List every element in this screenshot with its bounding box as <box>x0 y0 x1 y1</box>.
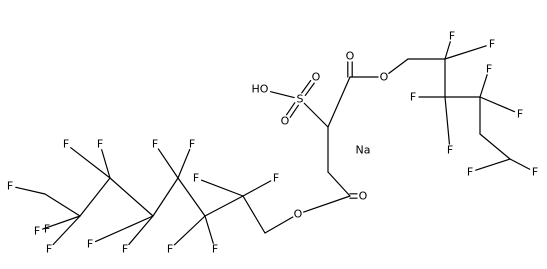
oxygen-label: O <box>380 71 389 84</box>
single-bond <box>173 215 206 246</box>
single-bond <box>242 180 272 197</box>
single-bond <box>70 147 111 179</box>
single-bond <box>388 58 409 75</box>
single-bond <box>177 177 206 217</box>
fluorine-label: F <box>489 38 495 51</box>
single-bond <box>479 133 511 160</box>
fluorine-label: F <box>410 91 416 104</box>
fluorine-label: F <box>167 243 173 256</box>
single-bond <box>15 186 46 195</box>
single-bond <box>201 179 244 197</box>
fluorine-label: F <box>486 63 492 76</box>
single-bond <box>52 215 81 246</box>
sodium-label: Na <box>356 144 371 157</box>
single-bond <box>303 195 351 213</box>
fluorine-label: F <box>34 225 40 238</box>
single-bond <box>327 76 351 128</box>
double-bond <box>285 102 296 116</box>
single-bond <box>204 215 214 244</box>
single-bond <box>327 171 351 197</box>
fluorine-label: F <box>87 238 93 251</box>
single-bond <box>444 45 487 60</box>
single-bond <box>444 41 451 60</box>
double-bond <box>289 104 300 118</box>
single-bond <box>303 102 329 128</box>
single-bond <box>44 193 81 217</box>
single-bond <box>109 177 154 217</box>
fluorine-label: F <box>212 243 218 256</box>
single-bond <box>444 96 451 145</box>
oxygen-label: O <box>346 50 355 63</box>
single-bond <box>101 149 111 179</box>
single-bond <box>270 91 295 99</box>
single-bond <box>264 216 294 234</box>
oxygen-label: O <box>359 190 368 203</box>
fluorine-label: F <box>189 138 195 151</box>
fluorine-label: F <box>152 138 158 151</box>
single-bond <box>128 215 154 246</box>
double-bond <box>304 82 315 97</box>
single-bond <box>152 177 179 217</box>
fluorine-label: F <box>532 166 538 179</box>
fluorine-label: F <box>273 172 279 185</box>
single-bond <box>157 148 179 179</box>
single-bond <box>94 215 154 243</box>
fluorine-label: F <box>467 166 473 179</box>
fluorine-label: F <box>449 30 455 43</box>
fluorine-label: F <box>44 223 50 236</box>
fluorine-label: F <box>447 144 453 157</box>
single-bond <box>177 148 191 179</box>
single-bond <box>509 158 531 170</box>
fluorine-label: F <box>46 243 52 256</box>
single-bond <box>79 177 111 217</box>
fluorine-label: F <box>97 138 103 151</box>
fluorine-label: F <box>517 108 523 121</box>
single-bond <box>204 195 244 217</box>
single-bond <box>475 158 511 171</box>
single-bond <box>479 96 516 113</box>
single-bond <box>242 195 266 234</box>
sulfur-label: S <box>297 93 304 106</box>
fluorine-label: F <box>7 180 13 193</box>
oxygen-label: O <box>312 71 321 84</box>
fluorine-label: F <box>193 172 199 185</box>
oxygen-label: O <box>294 208 303 221</box>
single-bond <box>479 74 488 98</box>
single-bond <box>42 215 81 230</box>
hydroxyl-label: HO <box>252 83 269 96</box>
oxygen-label: O <box>281 115 290 128</box>
bond-layer <box>15 41 531 246</box>
fluorine-label: F <box>122 243 128 256</box>
fluorine-label: F <box>63 138 69 151</box>
double-bond <box>301 79 312 94</box>
